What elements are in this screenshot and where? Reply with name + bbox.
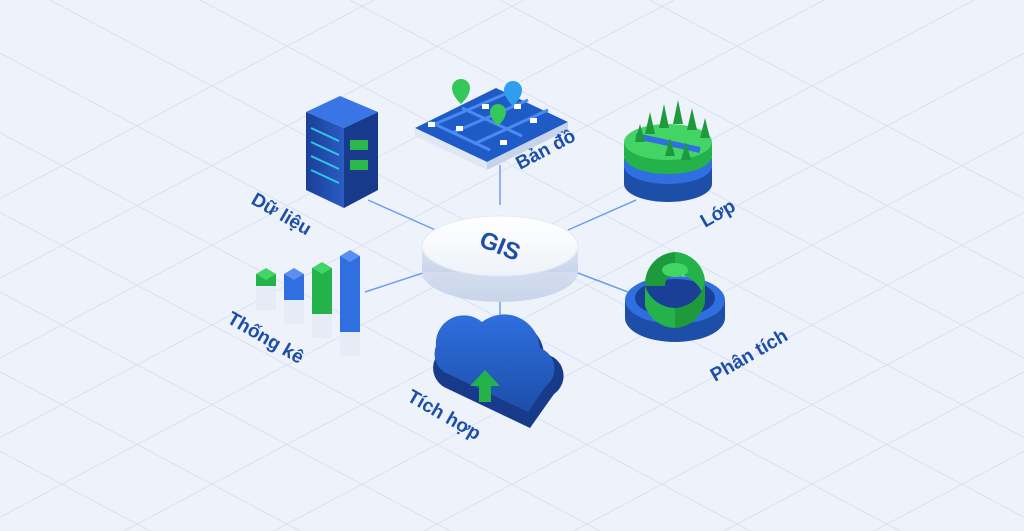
- connector-lines: [364, 165, 637, 330]
- bar-stats-icon: [256, 250, 360, 356]
- cloud-upload-icon: [433, 314, 564, 428]
- node-label-lop: Lớp: [697, 196, 739, 233]
- map-icon: [415, 79, 568, 170]
- upload-arrow-icon: [470, 370, 500, 402]
- server-rack-icon: [306, 96, 378, 208]
- analysis-ring-icon: [625, 252, 725, 342]
- stat-bar: [284, 268, 304, 324]
- stat-bar: [340, 250, 360, 356]
- map-pin-icon: [504, 81, 522, 106]
- tree-icon: [635, 100, 710, 160]
- connector-phan-tich: [569, 269, 629, 293]
- stat-bar: [256, 268, 276, 310]
- layers-icon: [624, 100, 712, 202]
- connector-du-lieu: [367, 199, 441, 233]
- connector-lop: [567, 199, 637, 231]
- map-pin-icon: [452, 79, 506, 126]
- connector-thong-ke: [364, 269, 433, 293]
- gis-hub-top: [421, 215, 579, 277]
- gis-hub: GIS: [421, 215, 579, 302]
- stat-bar: [312, 262, 332, 338]
